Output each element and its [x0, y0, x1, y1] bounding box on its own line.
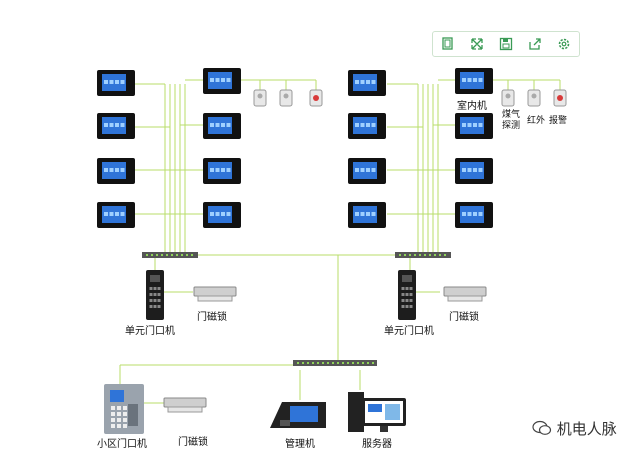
unit-door-station-right-label: 单元门口机: [384, 326, 434, 337]
maglock-right: [443, 286, 487, 302]
network-switch-left: [142, 252, 198, 258]
network-switch-core: [293, 360, 377, 366]
indoor-monitor-14: [455, 113, 493, 139]
community-door-station-label: 小区门口机: [97, 439, 147, 450]
indoor-monitor-7: [203, 158, 241, 184]
wiring: [119, 79, 561, 404]
indoor-monitor-13: [455, 68, 493, 94]
copy-icon[interactable]: [439, 35, 457, 53]
alarm-label: 报警: [549, 116, 568, 126]
indoor-monitor-2: [97, 113, 135, 139]
watermark: 机电人脉: [532, 418, 617, 440]
wechat-icon: [532, 420, 552, 440]
indoor-monitor-5: [203, 68, 241, 94]
server: [348, 392, 406, 432]
indoor-monitor-6: [203, 113, 241, 139]
indoor-monitor-12: [348, 202, 386, 228]
maglock-right-label: 门磁锁: [449, 312, 479, 323]
save-icon[interactable]: [497, 35, 515, 53]
unit-door-station-left: [146, 270, 164, 320]
indoor-monitor-8: [203, 202, 241, 228]
community-door-station: [104, 384, 144, 434]
indoor-monitor-11: [348, 158, 386, 184]
management-station: [270, 402, 326, 428]
infrared-label: 红外: [527, 116, 546, 126]
expand-icon[interactable]: [468, 35, 486, 53]
indoor-monitor-9: [348, 70, 386, 96]
infrared-sensor-icon: [527, 89, 541, 107]
maglock-bottom-label: 门磁锁: [178, 437, 208, 448]
indoor-monitor-4: [97, 202, 135, 228]
settings-icon[interactable]: [555, 35, 573, 53]
unit-door-station-left-label: 单元门口机: [125, 326, 175, 337]
unit-door-station-right: [398, 270, 416, 320]
smoke-detector-label: 煤气 探测: [501, 110, 520, 131]
indoor-monitor-10: [348, 113, 386, 139]
smoke-detector-icon: [501, 89, 515, 107]
infrared-sensor-icon: [279, 89, 293, 107]
management-station-label: 管理机: [285, 439, 315, 450]
smoke-detector-icon: [253, 89, 267, 107]
server-label: 服务器: [362, 439, 392, 450]
indoor-monitor-1: [97, 70, 135, 96]
diagram-toolbar: [432, 31, 580, 57]
alarm-button-icon: [309, 89, 323, 107]
indoor-monitor-16: [455, 202, 493, 228]
indoor-monitor-3: [97, 158, 135, 184]
maglock-left: [193, 286, 237, 302]
watermark-text: 机电人脉: [556, 420, 617, 438]
maglock-left-label: 门磁锁: [197, 312, 227, 323]
share-icon[interactable]: [526, 35, 544, 53]
maglock-bottom: [163, 397, 207, 413]
alarm-button-icon: [553, 89, 567, 107]
network-switch-right: [395, 252, 451, 258]
indoor-monitor-15: [455, 158, 493, 184]
indoor-unit-label: 室内机: [457, 101, 487, 112]
